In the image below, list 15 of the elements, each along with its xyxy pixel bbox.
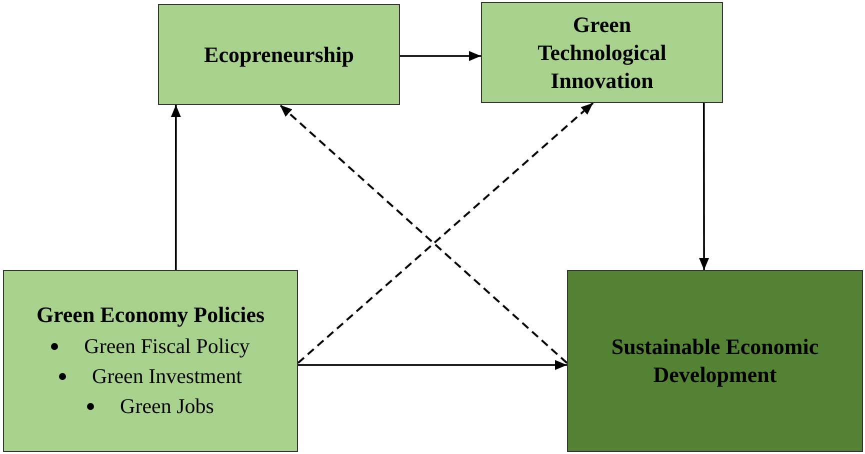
box-label: Green Technological Innovation [536, 10, 668, 94]
arrow [400, 51, 481, 62]
process-box [481, 2, 723, 103]
process-box [567, 270, 863, 452]
arrow [170, 105, 181, 270]
arrow [298, 360, 567, 370]
process-box [3, 270, 298, 452]
box-label: Ecopreneurship [204, 40, 354, 68]
list-item-text: Green Jobs [120, 393, 214, 420]
arrow [699, 103, 710, 270]
process-box [158, 4, 400, 105]
list-item-text: Green Fiscal Policy [84, 333, 250, 360]
box-label: Sustainable Economic Development [610, 333, 820, 389]
list-item-text: Green Investment [92, 363, 242, 390]
box-heading: Green Economy Policies [36, 301, 265, 329]
